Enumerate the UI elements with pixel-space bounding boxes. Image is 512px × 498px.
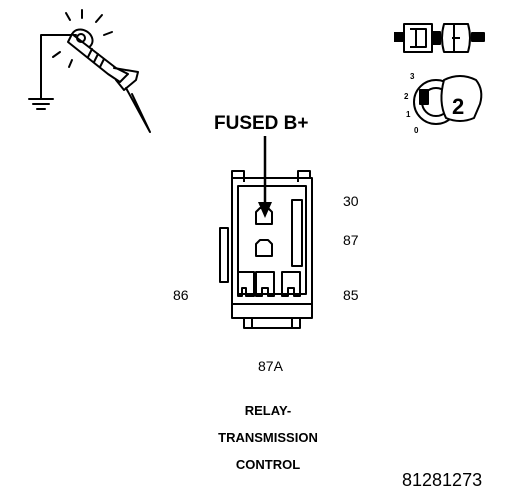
caption-line-3: CONTROL: [235, 457, 301, 472]
key-selected-position: 2: [452, 94, 465, 119]
figure-number: 81281273: [402, 470, 483, 490]
connector-disconnect-icon: [394, 23, 485, 53]
ignition-key-icon: [413, 75, 483, 125]
key-position-2: 2: [404, 92, 409, 101]
caption-line-1: RELAY-: [244, 403, 292, 418]
caption-line-2: TRANSMISSION: [218, 430, 318, 445]
down-arrow-icon: [258, 136, 272, 218]
key-position-3: 3: [410, 72, 415, 81]
fused-b-plus-label: FUSED B+: [214, 113, 309, 134]
pin-87-label: 87: [343, 232, 359, 248]
test-light-probe-icon: [28, 9, 151, 133]
relay-connector: [219, 170, 313, 329]
key-position-1: 1: [406, 110, 411, 119]
pin-30-label: 30: [343, 193, 359, 209]
key-position-0: 0: [414, 126, 419, 135]
pin-86-label: 86: [173, 287, 189, 303]
pin-87a-label: 87A: [258, 358, 283, 374]
pin-85-label: 85: [343, 287, 359, 303]
